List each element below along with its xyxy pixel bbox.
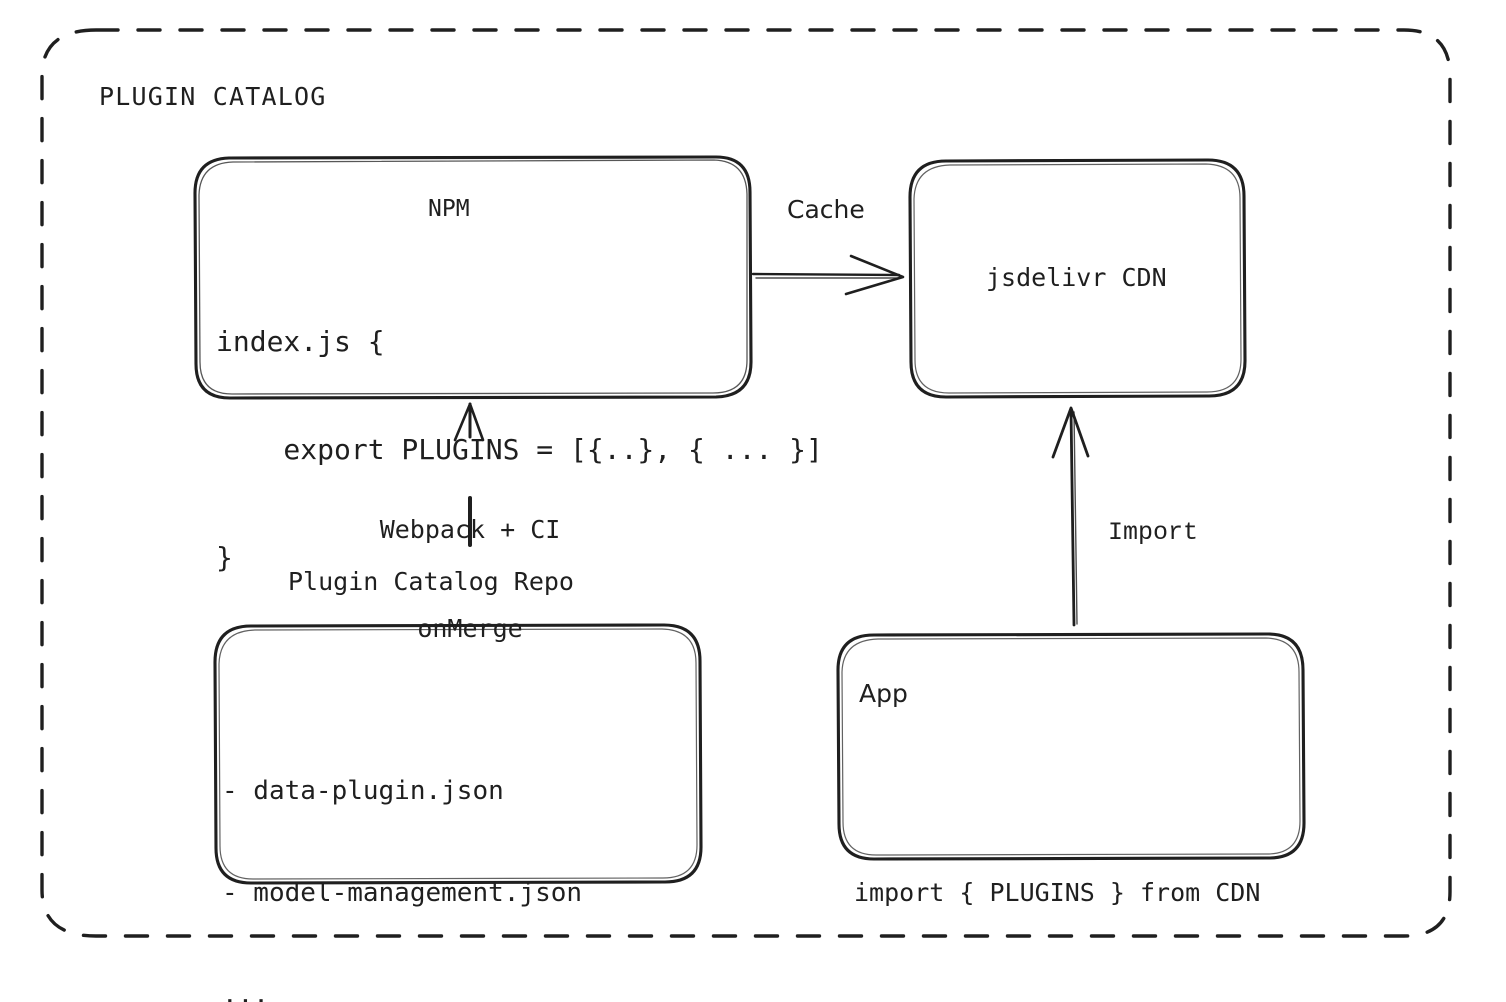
edge-app-to-cdn: [1051, 406, 1090, 627]
node-npm-code-line: export PLUGINS = [{..}, { ... }]: [216, 433, 823, 466]
node-npm-code: index.js { export PLUGINS = [{..}, { ...…: [216, 252, 823, 648]
node-repo-code: - data-plugin.json - model-management.js…: [222, 706, 582, 1002]
node-npm-code-line: }: [216, 541, 233, 574]
node-cdn-title: jsdelivr CDN: [986, 263, 1167, 292]
node-app-code: import { PLUGINS } from CDN PLUGINS.forE…: [854, 735, 1260, 1002]
edge-label-cache: Cache: [787, 195, 865, 224]
edge-label-webpack-ci: Webpack + CI onMerge: [372, 447, 568, 711]
node-repo-code-line: - model-management.json: [222, 878, 583, 908]
edge-label-webpack-ci-line1: Webpack + CI: [379, 515, 561, 544]
edge-label-webpack-ci-line2: onMerge: [417, 614, 523, 643]
node-repo-code-line: - data-plugin.json: [222, 776, 504, 806]
edge-label-import: Import: [1108, 518, 1199, 547]
node-app-title: App: [859, 679, 908, 708]
node-app-code-line: import { PLUGINS } from CDN: [854, 878, 1261, 907]
node-npm-code-line: index.js {: [216, 325, 385, 358]
node-npm-title: NPM: [428, 196, 470, 222]
node-repo-code-line: ...: [222, 980, 269, 1002]
node-repo-caption: Plugin Catalog Repo: [288, 567, 574, 596]
group-title: PLUGIN CATALOG: [99, 82, 327, 111]
